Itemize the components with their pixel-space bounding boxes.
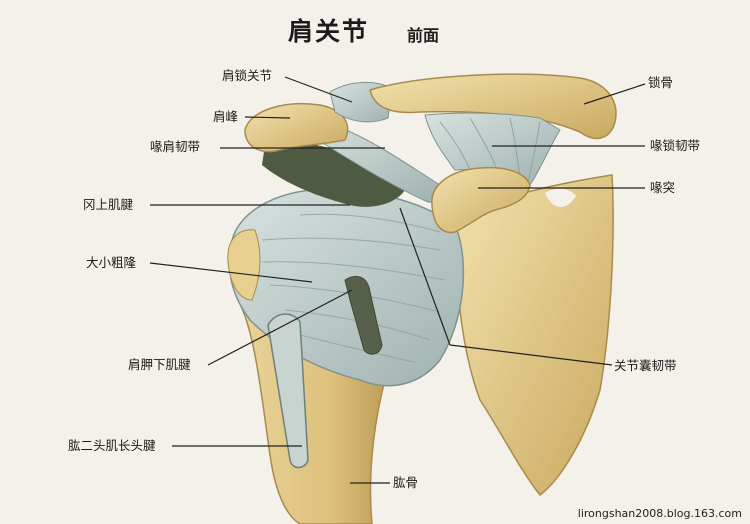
clavicle [369,73,617,140]
page-title: 肩关节 [288,17,370,46]
label-supraspinatus-tendon: 冈上肌腱 [83,197,134,212]
label-capsular-ligament: 关节囊韧带 [614,358,677,373]
scapula [454,174,614,497]
label-clavicle: 锁骨 [648,75,674,90]
label-humerus: 肱骨 [393,475,419,490]
subscapularis-tendon [344,276,383,355]
label-biceps-long-head-tendon: 肱二头肌长头腱 [68,438,156,453]
biceps-tendon [267,313,309,469]
label-coracoid-process: 喙突 [650,180,676,195]
label-coracoclavicular-ligament: 喙锁韧带 [650,138,701,153]
coracoclavicular-ligament-shape [424,112,561,186]
leader-lines [149,76,646,484]
label-acromioclavicular-joint: 肩锁关节 [222,68,273,83]
label-coracoacromial-ligament: 喙肩韧带 [150,139,201,154]
page-subtitle: 前面 [407,26,440,45]
label-acromion: 肩峰 [213,109,239,124]
acromion [244,103,349,153]
credit-watermark: lirongshan2008.blog.163.com [577,507,742,520]
label-greater-lesser-tubercle: 大小粗隆 [86,255,137,270]
label-subscapularis-tendon: 肩胛下肌腱 [128,357,191,372]
coracoid-process [431,166,531,234]
